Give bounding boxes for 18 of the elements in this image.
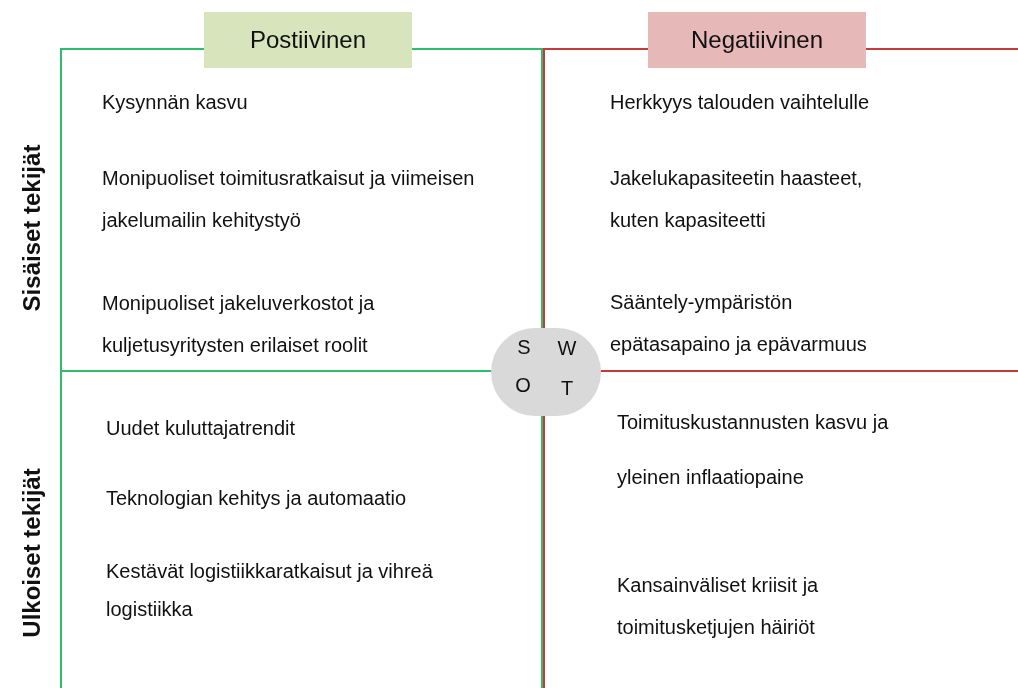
list-item: Monipuoliset toimitusratkaisut ja viimeisen jakelumailin kehitystyö <box>102 166 476 233</box>
list-item: Toimituskustannusten kasvu ja yleinen inflaatiopaine <box>617 410 890 490</box>
list-item: Kestävät logistiikkaratkaisut ja vihreä logistiikka <box>106 559 434 622</box>
list-item: Kansainväliset kriisit ja toimitusketjujen häiriöt <box>617 573 820 640</box>
row-label: Sisäiset tekijät <box>20 144 44 312</box>
list-item: Jakelukapasiteetin haasteet, kuten kapasiteetti <box>610 166 864 233</box>
swot-letter: O <box>515 375 531 395</box>
swot-letter: S <box>517 337 531 357</box>
list-item: Kysynnän kasvu <box>102 90 249 115</box>
list-item: Teknologian kehitys ja automaatio <box>106 486 408 511</box>
list-item: Sääntely-ympäristön epätasapaino ja epävarmuus <box>610 290 868 357</box>
list-item: Uudet kuluttajatrendit <box>106 416 296 441</box>
list-item: Herkkyys talouden vaihtelulle <box>610 90 871 115</box>
column-header: Postiivinen <box>204 12 412 68</box>
column-header: Negatiivinen <box>648 12 866 68</box>
list-item: Monipuoliset jakeluverkostot ja kuljetusyritysten erilaiset roolit <box>102 291 376 358</box>
swot-letter: W <box>557 338 577 358</box>
swot-letter: T <box>560 378 574 398</box>
